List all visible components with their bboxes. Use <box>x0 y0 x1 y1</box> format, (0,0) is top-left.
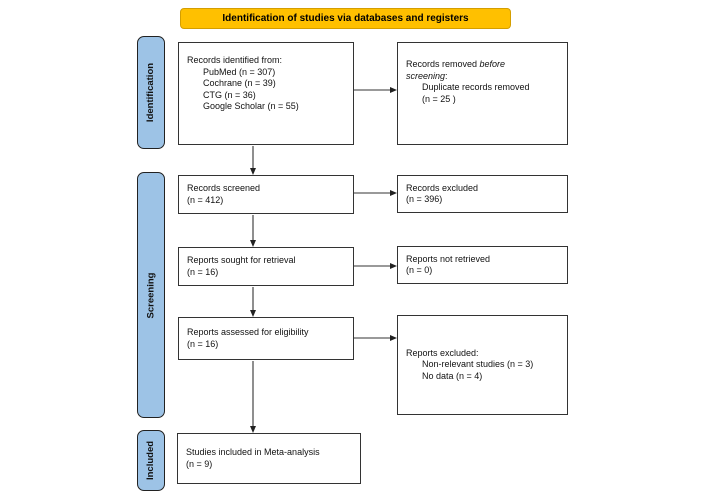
heading-suffix: : <box>445 70 448 81</box>
box-count: (n = 0) <box>406 265 433 275</box>
heading-text: Records removed <box>406 59 480 69</box>
heading-italic-text: before screening <box>406 59 506 81</box>
source-google-scholar: Google Scholar (n = 55) <box>203 101 299 111</box>
box-reports-not-retrieved: Reports not retrieved (n = 0) <box>397 246 568 284</box>
box-count: (n = 16) <box>187 338 219 349</box>
box-reports-sought: Reports sought for retrieval (n = 16) <box>178 247 354 286</box>
box-line: Reports not retrieved <box>406 253 491 264</box>
box-heading: Reports excluded: <box>406 347 479 358</box>
box-line: Records screened <box>187 183 261 193</box>
box-line: Records excluded <box>406 182 479 193</box>
source-pubmed: PubMed (n = 307) <box>203 66 276 77</box>
exclusion-reason-2: No data (n = 4) <box>422 370 483 381</box>
box-count: (n = 16) <box>187 266 219 277</box>
diagram-title-banner: Identification of studies via databases … <box>180 8 511 29</box>
box-reports-assessed: Reports assessed for eligibility (n = 16… <box>178 317 354 360</box>
box-records-excluded: Records excluded (n = 396) <box>397 175 568 213</box>
box-line: Studies included in Meta-analysis <box>186 447 320 457</box>
box-records-removed: Records removed before screening: Duplic… <box>397 42 568 145</box>
stage-bar-included: Included <box>137 430 165 491</box>
source-ctg: CTG (n = 36) <box>203 89 256 100</box>
stage-label-identification: Identification <box>145 62 157 123</box>
box-heading: Records removed before screening: <box>406 59 548 82</box>
box-count: (n = 9) <box>186 458 213 469</box>
stage-bar-screening: Screening <box>137 172 165 418</box>
removal-reason: Duplicate records removed <box>422 82 530 92</box>
exclusion-reason-1: Non-relevant studies (n = 3) <box>422 359 534 370</box>
box-reports-excluded: Reports excluded: Non-relevant studies (… <box>397 315 568 415</box>
box-line: Reports sought for retrieval <box>187 255 296 265</box>
stage-bar-identification: Identification <box>137 36 165 149</box>
removal-count: (n = 25 ) <box>422 93 456 104</box>
box-line: Reports assessed for eligibility <box>187 327 309 337</box>
box-count: (n = 396) <box>406 194 443 204</box>
stage-label-screening: Screening <box>145 272 157 318</box>
box-records-identified: Records identified from: PubMed (n = 307… <box>178 42 354 145</box>
source-cochrane: Cochrane (n = 39) <box>203 78 276 88</box>
diagram-title: Identification of studies via databases … <box>222 13 469 24</box>
stage-label-included: Included <box>145 440 157 481</box>
box-studies-included: Studies included in Meta-analysis (n = 9… <box>177 433 361 484</box>
box-count: (n = 412) <box>187 194 224 205</box>
box-records-screened: Records screened (n = 412) <box>178 175 354 214</box>
box-heading: Records identified from: <box>187 55 283 65</box>
